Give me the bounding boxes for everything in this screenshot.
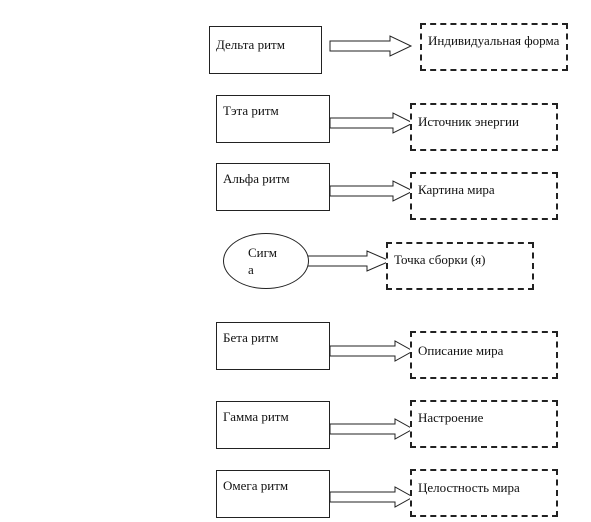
result-label-mood: Настроение	[418, 410, 484, 425]
result-label-energy-source: Источник энергии	[418, 114, 519, 129]
rhythm-circle-sigma: Сигм а	[223, 233, 309, 289]
arrow-4	[306, 250, 392, 272]
result-label-individual-form: Индивидуальная форма	[428, 33, 560, 48]
rhythm-label-alpha: Альфа ритм	[223, 171, 290, 186]
result-box-assemblage-point: Точка сборки (я)	[386, 242, 534, 290]
rhythm-label-delta: Дельта ритм	[216, 37, 285, 52]
arrow-2	[329, 112, 415, 134]
rhythm-label-sigma: Сигм а	[248, 245, 278, 277]
rhythm-box-theta: Тэта ритм	[216, 95, 330, 143]
rhythm-box-omega: Омега ритм	[216, 470, 330, 518]
arrow-5	[329, 340, 415, 362]
rhythm-box-gamma: Гамма ритм	[216, 401, 330, 449]
arrow-7	[329, 486, 415, 508]
result-label-world-integrity: Целостность мира	[418, 480, 520, 495]
rhythm-label-omega: Омега ритм	[223, 478, 289, 493]
result-label-world-description: Описание мира	[418, 343, 504, 358]
arrow-3	[329, 180, 415, 202]
result-box-world-picture: Картина мира	[410, 172, 558, 220]
result-box-world-integrity: Целостность мира	[410, 469, 558, 517]
rhythm-box-alpha: Альфа ритм	[216, 163, 330, 211]
result-label-assemblage-point: Точка сборки (я)	[394, 252, 486, 267]
arrow-6	[329, 418, 415, 440]
result-box-mood: Настроение	[410, 400, 558, 448]
result-box-world-description: Описание мира	[410, 331, 558, 379]
arrow-1	[329, 35, 413, 57]
result-box-energy-source: Источник энергии	[410, 103, 558, 151]
result-box-individual-form: Индивидуальная форма	[420, 23, 568, 71]
rhythm-box-delta: Дельта ритм	[209, 26, 322, 74]
rhythm-box-beta: Бета ритм	[216, 322, 330, 370]
rhythm-label-gamma: Гамма ритм	[223, 409, 289, 424]
result-label-world-picture: Картина мира	[418, 182, 495, 197]
rhythm-label-beta: Бета ритм	[223, 330, 279, 345]
rhythm-label-theta: Тэта ритм	[223, 103, 279, 118]
